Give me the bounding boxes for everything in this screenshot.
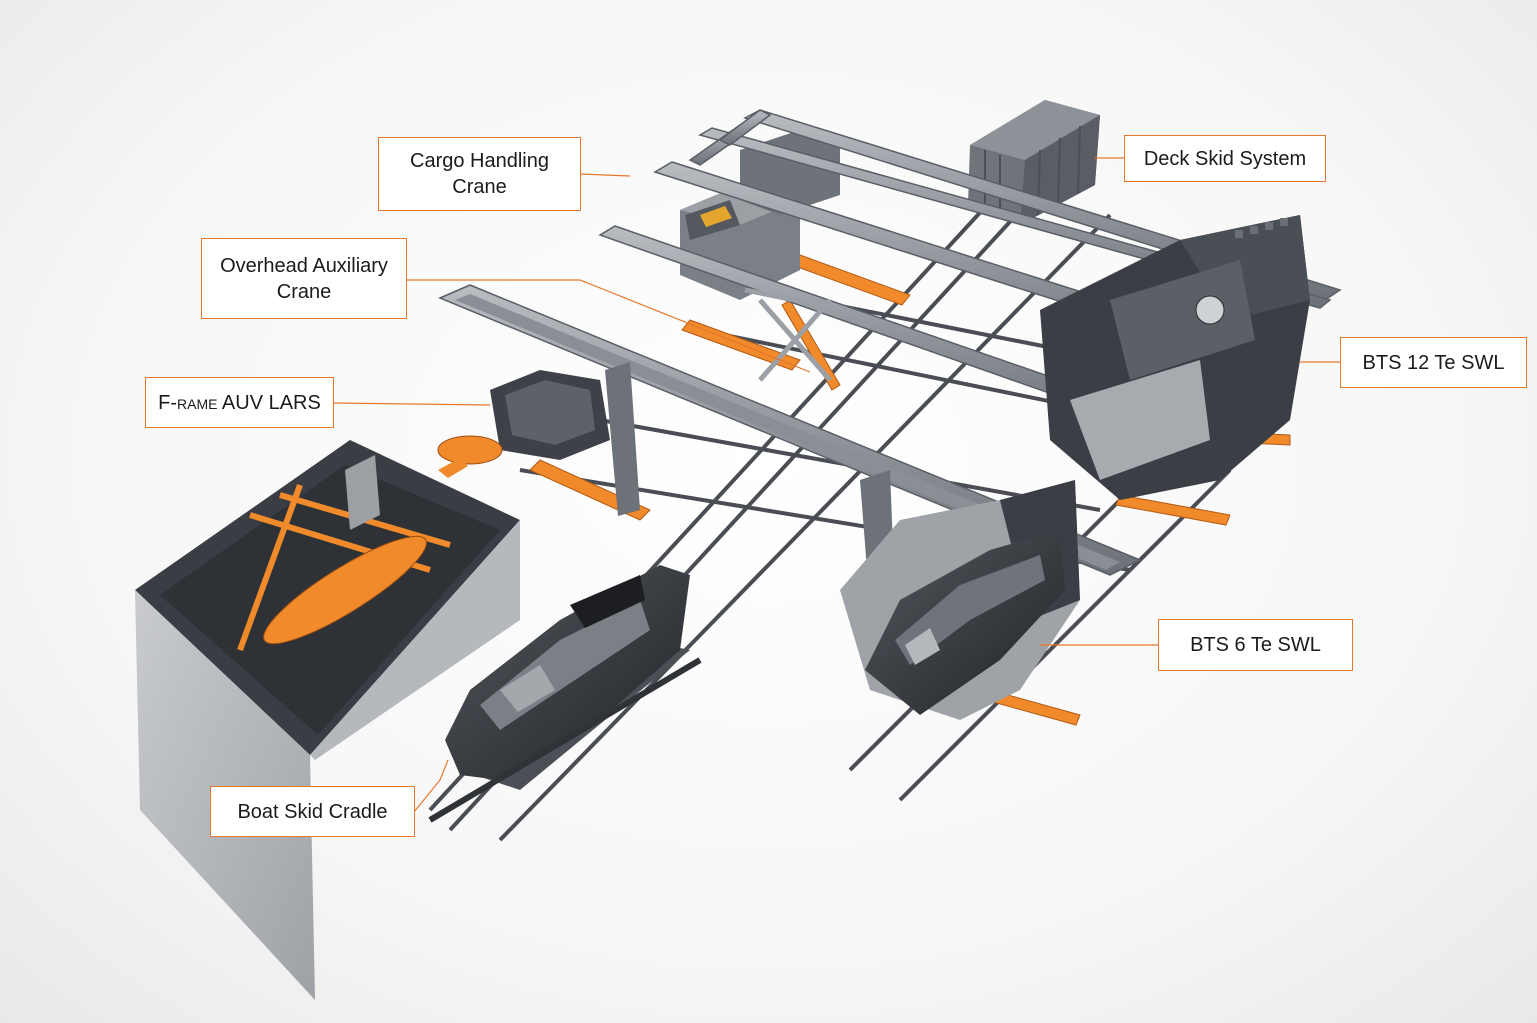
label-boat-skid-cradle-text: Boat Skid Cradle bbox=[237, 800, 388, 823]
label-bts-12-text: BTS 12 Te SWL bbox=[1362, 351, 1505, 374]
label-cargo-crane-line1: Cargo Handling bbox=[410, 150, 549, 172]
bts-12-cradle bbox=[1040, 215, 1310, 500]
label-bts-12: BTS 12 Te SWL bbox=[1340, 337, 1527, 388]
bts-6-cradle bbox=[840, 480, 1080, 720]
label-overhead-crane-line2: Crane bbox=[276, 280, 332, 303]
label-frame-auv-lars: F-rame AUV LARS bbox=[145, 377, 334, 428]
label-cargo-crane-line2: Crane bbox=[452, 176, 507, 198]
label-overhead-crane-line1: Overhead Auxiliary bbox=[220, 254, 388, 277]
auv-hangar bbox=[135, 440, 520, 1000]
label-bts-6: BTS 6 Te SWL bbox=[1158, 619, 1353, 671]
label-cargo-handling-crane: Cargo Handling Crane bbox=[378, 137, 581, 211]
label-deck-skid-system-text: Deck Skid System bbox=[1143, 147, 1307, 170]
label-overhead-auxiliary-crane: Overhead Auxiliary Crane bbox=[201, 238, 407, 319]
boat-skid-cradle bbox=[428, 565, 702, 823]
label-frame-auv-lars-text: F-rame AUV LARS bbox=[158, 391, 321, 414]
frame-auv-lars bbox=[437, 370, 610, 478]
label-boat-skid-cradle: Boat Skid Cradle bbox=[210, 786, 415, 837]
leader-lines bbox=[333, 157, 1340, 813]
scissor-lift bbox=[744, 287, 846, 382]
label-bts-6-text: BTS 6 Te SWL bbox=[1190, 634, 1321, 656]
label-deck-skid-system: Deck Skid System bbox=[1124, 135, 1326, 182]
